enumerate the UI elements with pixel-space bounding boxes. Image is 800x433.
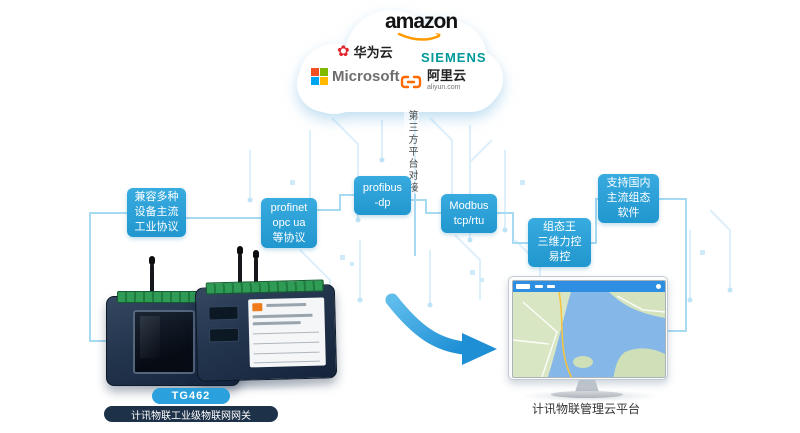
microsoft-logo: Microsoft (311, 68, 400, 85)
box-line: 三维力控 (537, 236, 582, 248)
box-line: opc ua (272, 216, 306, 229)
box-line: Modbus (449, 199, 489, 212)
box-line: 等协议 (272, 231, 306, 244)
protocol-box-profinet: profinet opc ua 等协议 (261, 198, 317, 248)
antenna-icon (237, 246, 243, 290)
box-line: -dp (374, 196, 391, 209)
aliyun-bracket-icon (400, 75, 422, 89)
monitor-stand-neck (575, 379, 599, 392)
protocol-box-profibus: profibus -dp (354, 176, 411, 215)
protocol-box-modbus: Modbus tcp/rtu (441, 194, 497, 233)
amazon-logo: amazon (385, 10, 458, 44)
siemens-wordmark: SIEMENS (421, 50, 487, 65)
box-line: 设备主流 (134, 206, 179, 218)
monitor-stand-base (551, 391, 623, 398)
device-screen (133, 310, 195, 374)
protocol-box-compatibility: 兼容多种 设备主流 工业协议 (127, 188, 186, 237)
aliyun-label: 阿里云 (427, 68, 467, 83)
amazon-smile-icon (397, 32, 442, 41)
monitor-screen (512, 280, 666, 378)
huawei-label: 华为云 (353, 45, 393, 60)
box-line: tcp/rtu (453, 214, 485, 227)
third-party-platform-label: 第三方平台对接 (404, 110, 419, 194)
antenna-icon (253, 250, 259, 290)
map-app-header (513, 281, 665, 292)
box-line: 主流组态 (606, 192, 651, 204)
box-line: 兼容多种 (134, 191, 179, 203)
huawei-cloud-logo: ✿ 华为云 (337, 42, 393, 61)
box-line: 工业协议 (134, 221, 179, 233)
aliyun-domain: aliyun.com (427, 84, 461, 91)
microsoft-squares-icon (311, 68, 328, 85)
box-line: profinet (270, 201, 308, 214)
protocol-box-scada: 组态王 三维力控 易控 (528, 218, 591, 267)
aliyun-logo: 阿里云 aliyun.com (399, 68, 467, 94)
device-model-badge: TG462 (152, 388, 230, 404)
siemens-logo: SIEMENS (421, 50, 487, 65)
box-line: 支持国内 (606, 177, 651, 189)
monitor (508, 276, 668, 380)
amazon-wordmark: amazon (385, 10, 458, 33)
box-line: 软件 (617, 207, 640, 219)
box-line: 组态王 (543, 221, 576, 233)
antenna-icon (149, 256, 155, 300)
box-line: 易控 (548, 251, 571, 263)
box-line: profibus (362, 181, 403, 194)
microsoft-wordmark: Microsoft (332, 68, 400, 85)
cloud-base (297, 56, 499, 112)
protocol-box-support: 支持国内 主流组态 软件 (598, 174, 659, 223)
huawei-flower-icon: ✿ (337, 43, 350, 60)
device-name-badge: 计讯物联工业级物联网网关 (104, 406, 278, 422)
platform-label: 计讯物联管理云平台 (531, 402, 640, 416)
map-view (513, 292, 665, 377)
cloud-shape: amazon ✿ 华为云 SIEMENS Microsoft (293, 4, 507, 118)
